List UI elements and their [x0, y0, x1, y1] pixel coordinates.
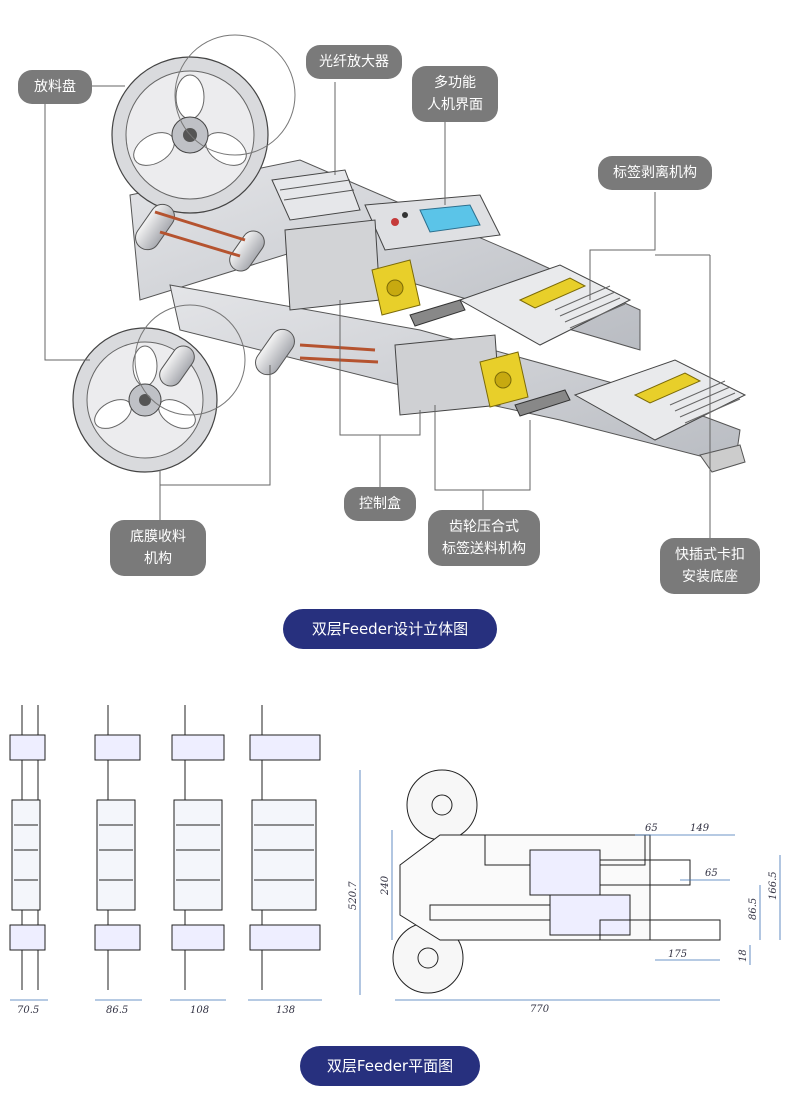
- callout-backing-rewind: 底膜收料 机构: [110, 520, 206, 576]
- upper-stepper-motor: [371, 259, 421, 316]
- callout-quick-mount-line1: 快插式卡扣: [675, 547, 745, 563]
- dim-height-240: 240: [380, 875, 391, 896]
- callout-backing-rewind-line1: 底膜收料: [130, 529, 186, 545]
- lower-control-box: [394, 334, 501, 416]
- callout-fiber-amplifier-text: 光纤放大器: [319, 54, 389, 70]
- side-view-108: [171, 705, 225, 990]
- upper-peeler-rail: [458, 264, 632, 346]
- callout-control-box-text: 控制盒: [359, 496, 401, 512]
- callout-label-peel: 标签剥离机构: [598, 156, 712, 190]
- drive-belts: [154, 210, 379, 364]
- dim-mid-65: 65: [705, 868, 718, 879]
- side-view-138: [249, 705, 321, 990]
- callout-hmi-line1: 多功能: [434, 75, 476, 91]
- caption-plan-view: 双层Feeder平面图: [300, 1046, 480, 1086]
- callout-label-peel-text: 标签剥离机构: [613, 165, 697, 181]
- callout-gear-feed-line1: 齿轮压合式: [449, 519, 519, 535]
- dim-175: 175: [668, 949, 687, 960]
- dim-top-65: 65: [645, 823, 658, 834]
- side-view-86-5: [94, 705, 141, 990]
- feeder-3d-drawing: [44, 34, 747, 540]
- side-views: [9, 705, 321, 990]
- callout-hmi-line2: 人机界面: [427, 97, 483, 113]
- callout-control-box: 控制盒: [344, 487, 416, 521]
- dim-86-5-right: 86.5: [748, 898, 759, 920]
- upper-control-box: [284, 219, 381, 311]
- callout-backing-rewind-line2: 机构: [144, 551, 172, 567]
- upper-unwind-reel-back: [174, 34, 296, 156]
- plan-dimension-lines: [359, 770, 781, 1001]
- caption-3d-view: 双层Feeder设计立体图: [283, 609, 497, 649]
- lower-rewind-reel-back: [134, 304, 246, 416]
- dim-top-149: 149: [690, 823, 710, 834]
- hmi-panel: [364, 194, 501, 251]
- callout-unwind-reel-text: 放料盘: [34, 79, 76, 95]
- callout-quick-mount-line2: 安装底座: [682, 569, 738, 585]
- callout-leader-lines: [44, 82, 711, 540]
- dim-overall-height: 520.7: [348, 881, 359, 910]
- callout-fiber-amplifier: 光纤放大器: [306, 45, 402, 79]
- feeder-plan-drawing: 70.5 86.5 108 138: [9, 705, 781, 1016]
- dim-86-5: 86.5: [106, 1005, 128, 1016]
- dim-166-5: 166.5: [768, 871, 779, 900]
- fiber-amplifier: [271, 169, 361, 221]
- dim-138: 138: [276, 1005, 295, 1016]
- plan-view: [392, 769, 721, 994]
- callout-unwind-reel: 放料盘: [18, 70, 92, 104]
- callout-gear-feed-line2: 标签送料机构: [442, 541, 526, 557]
- dim-108: 108: [190, 1005, 209, 1016]
- callout-gear-feed: 齿轮压合式 标签送料机构: [428, 510, 540, 566]
- lower-stepper-motor: [479, 351, 529, 408]
- dim-770: 770: [530, 1004, 550, 1015]
- dim-70-5: 70.5: [17, 1005, 39, 1016]
- lower-rewind-reel: [72, 327, 218, 473]
- callout-hmi: 多功能 人机界面: [412, 66, 498, 122]
- side-view-70-5: [9, 705, 46, 990]
- dim-18: 18: [738, 949, 749, 962]
- lower-peeler-rail: [573, 359, 747, 473]
- gear-racks: [409, 299, 571, 417]
- callout-quick-mount: 快插式卡扣 安装底座: [660, 538, 760, 594]
